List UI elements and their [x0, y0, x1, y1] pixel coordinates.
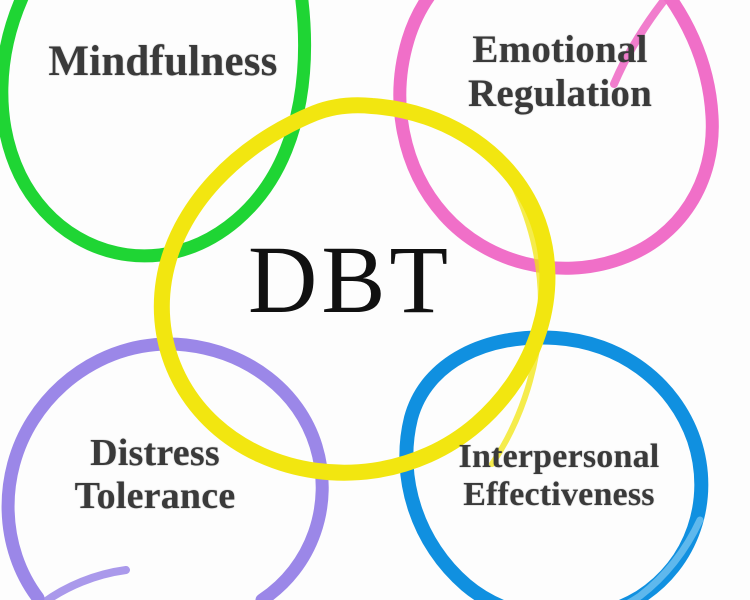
label-interpersonal-effectiveness: Interpersonal Effectiveness — [420, 438, 698, 514]
interpersonal-effectiveness-tail — [626, 516, 704, 600]
circle-dbt-center — [153, 97, 556, 481]
label-mindfulness: Mindfulness — [18, 38, 308, 86]
dbt-center-ring-inner-tail — [489, 157, 544, 467]
circle-mindfulness — [0, 0, 312, 263]
interpersonal-effectiveness-ring-stroke — [399, 330, 709, 600]
emotional-regulation-tail — [610, 0, 670, 88]
label-emotional-regulation-line-2: Regulation — [467, 71, 652, 115]
label-emotional-regulation: Emotional Regulation — [420, 28, 700, 115]
label-interpersonal-effectiveness-line-1: Interpersonal — [458, 438, 660, 475]
distress-tolerance-ring-stroke — [1, 337, 329, 600]
mindfulness-ring-stroke — [0, 0, 312, 263]
label-interpersonal-effectiveness-line-2: Effectiveness — [463, 476, 655, 514]
distress-tolerance-tail — [40, 566, 130, 600]
dbt-center-ring-stroke — [153, 97, 556, 481]
circle-distress-tolerance — [1, 337, 329, 600]
center-label-dbt: DBT — [248, 226, 452, 333]
label-distress-tolerance-line-2: Tolerance — [74, 474, 236, 517]
circle-interpersonal-effectiveness — [399, 330, 709, 600]
label-distress-tolerance: Distress Tolerance — [30, 432, 280, 517]
label-emotional-regulation-line-1: Emotional — [472, 28, 648, 71]
label-mindfulness-line-1: Mindfulness — [48, 38, 278, 85]
label-distress-tolerance-line-1: Distress — [90, 432, 220, 474]
